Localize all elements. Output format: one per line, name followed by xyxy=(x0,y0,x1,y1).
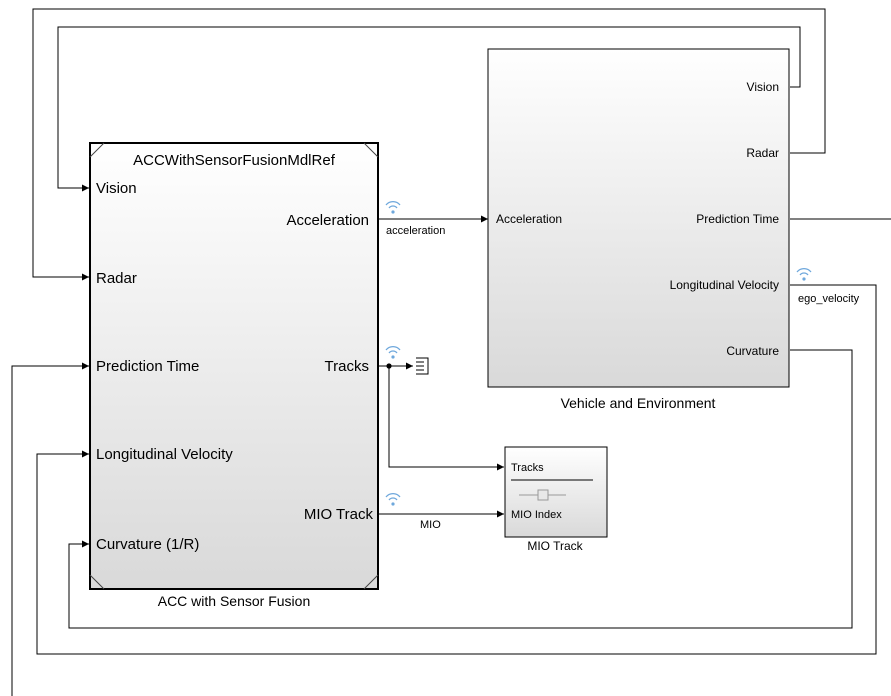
acc-input-curvature: Curvature (1/R) xyxy=(96,536,199,553)
wires xyxy=(11,8,891,696)
wire-prediction-time-return[interactable] xyxy=(11,362,89,696)
terminator-icon[interactable] xyxy=(416,357,429,375)
signal-logging-icon xyxy=(385,493,401,506)
vehicle-block[interactable]: Acceleration Vision Radar Prediction Tim… xyxy=(487,48,790,388)
signal-logging-icon xyxy=(796,268,812,281)
acc-block-header: ACCWithSensorFusionMdlRef xyxy=(133,152,336,169)
branch-point xyxy=(386,363,392,369)
vehicle-output-radar: Radar xyxy=(746,146,779,160)
acc-output-acceleration: Acceleration xyxy=(286,212,369,229)
wire-ego-velocity[interactable] xyxy=(36,284,877,655)
vehicle-block-caption: Vehicle and Environment xyxy=(561,395,716,411)
vehicle-input-acceleration: Acceleration xyxy=(496,212,562,226)
acc-input-radar: Radar xyxy=(96,270,137,287)
acc-output-tracks: Tracks xyxy=(325,358,369,375)
wire-tracks-branch[interactable] xyxy=(388,366,504,471)
acc-output-mio-track: MIO Track xyxy=(304,506,374,523)
acc-input-prediction-time: Prediction Time xyxy=(96,358,199,375)
wire-vision[interactable] xyxy=(57,26,801,192)
mio-input-tracks: Tracks xyxy=(511,462,544,474)
slider-icon xyxy=(519,489,566,501)
mio-block[interactable]: Tracks MIO Index xyxy=(504,446,608,538)
vehicle-output-vision: Vision xyxy=(747,80,779,94)
signal-label-ego-velocity[interactable]: ego_velocity xyxy=(798,293,860,305)
vehicle-output-prediction-time: Prediction Time xyxy=(696,212,779,226)
vehicle-output-curvature: Curvature xyxy=(726,344,779,358)
mio-block-caption: MIO Track xyxy=(527,539,583,553)
acc-block-caption: ACC with Sensor Fusion xyxy=(158,593,311,609)
signal-logging-icon xyxy=(385,346,401,359)
wire-curvature[interactable] xyxy=(68,349,853,629)
acc-input-vision: Vision xyxy=(96,180,137,197)
signal-logging-icon xyxy=(385,201,401,214)
vehicle-output-longitudinal-velocity: Longitudinal Velocity xyxy=(670,278,779,292)
acc-block[interactable]: ACCWithSensorFusionMdlRef Vision Radar P… xyxy=(89,142,379,590)
wire-radar[interactable] xyxy=(32,8,826,281)
signal-label-acceleration[interactable]: acceleration xyxy=(386,225,445,237)
mio-input-mio-index: MIO Index xyxy=(511,509,562,521)
acc-input-longitudinal-velocity: Longitudinal Velocity xyxy=(96,446,233,463)
signal-label-mio[interactable]: MIO xyxy=(420,519,441,531)
